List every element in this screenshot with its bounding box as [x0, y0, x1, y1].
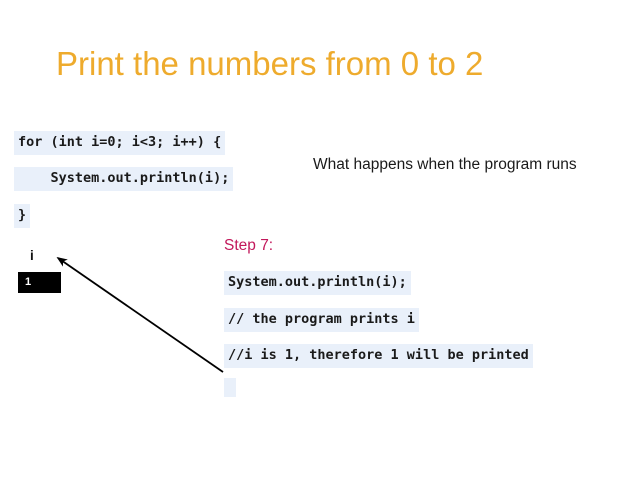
code-line-close-brace: }: [14, 204, 31, 228]
trace-line-println: System.out.println(i);: [224, 271, 411, 295]
code-line-for-loop: for (int i=0; i<3; i++) {: [14, 131, 226, 155]
trace-line-blank: [224, 378, 236, 397]
code-line-println: System.out.println(i);: [14, 167, 234, 191]
narration-text: What happens when the program runs: [313, 156, 577, 173]
variable-name-label: i: [30, 248, 34, 263]
trace-line-comment-prints-i: // the program prints i: [224, 308, 419, 332]
variable-value-box: 1: [18, 272, 61, 293]
variable-value: 1: [25, 276, 32, 288]
trace-line-comment-i-is-1: //i is 1, therefore 1 will be printed: [224, 344, 533, 368]
step-label: Step 7:: [224, 237, 274, 254]
page-title: Print the numbers from 0 to 2: [56, 45, 484, 82]
